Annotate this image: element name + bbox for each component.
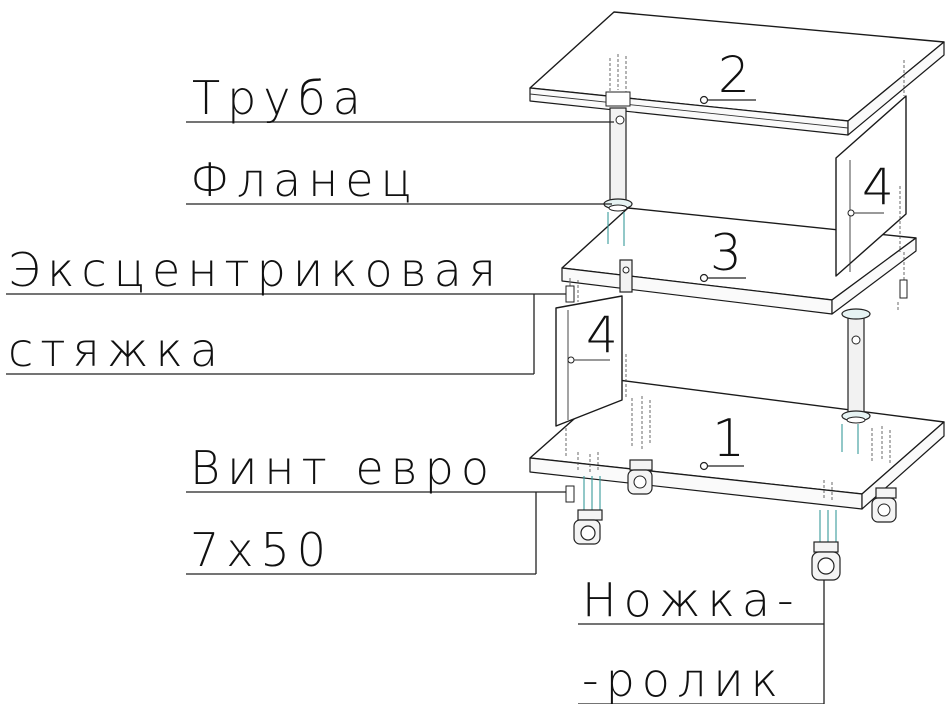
side-panel-upper	[835, 95, 907, 277]
label-caster-line1: Ножка-	[582, 573, 801, 627]
caster-back-right	[871, 487, 897, 523]
callout-3: 3	[699, 224, 746, 283]
side-panel-lower	[555, 295, 623, 427]
callout-2: 2	[699, 46, 756, 105]
callout-4-lower: 4	[586, 306, 618, 364]
label-screw-line1: Винт евро	[190, 441, 496, 495]
label-caster-line2: -ролик	[582, 653, 785, 704]
caster-front-right	[811, 510, 841, 581]
part-number-4-upper: 4	[862, 158, 894, 216]
label-flange: Фланец	[190, 153, 419, 207]
label-eccentric-line2: стяжка	[8, 323, 225, 377]
pipe-middle-stub	[619, 259, 633, 293]
leader-lines	[6, 121, 825, 704]
part-number-4-lower: 4	[586, 306, 618, 364]
middle-shelf	[561, 207, 917, 315]
caster-front-left	[573, 476, 603, 545]
pipe-lower	[841, 308, 871, 424]
callout-1: 1	[699, 409, 745, 471]
part-number-3: 3	[710, 224, 742, 282]
label-screw-line2: 7х50	[190, 523, 333, 577]
part-number-2: 2	[718, 46, 750, 104]
part-number-1: 1	[712, 409, 745, 469]
fasteners	[565, 54, 908, 503]
pipe-upper	[603, 91, 633, 212]
callout-4-upper: 4	[862, 158, 894, 216]
caster-back-left	[627, 459, 653, 495]
label-pipe: Труба	[192, 71, 368, 125]
label-eccentric-line1: Эксцентриковая	[8, 243, 503, 297]
